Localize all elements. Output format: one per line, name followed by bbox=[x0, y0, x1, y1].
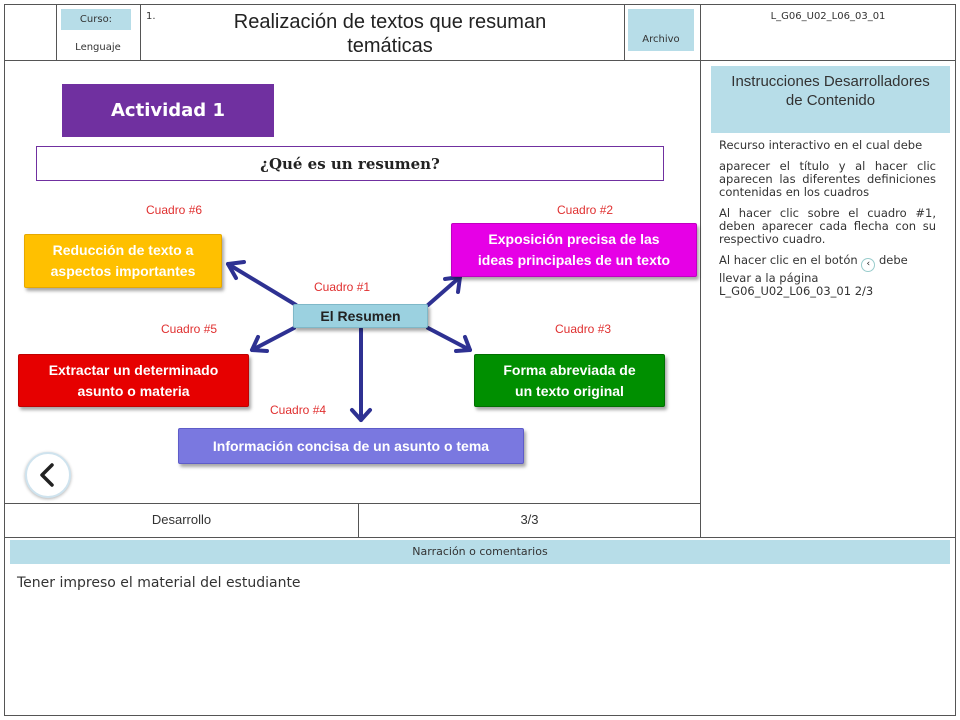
cuadro-2-line2: ideas principales de un texto bbox=[477, 252, 671, 268]
cuadro-5-box[interactable]: Extractar un determinado asunto o materi… bbox=[18, 354, 249, 407]
diagram-arrows bbox=[226, 260, 472, 422]
grade-number: 1. bbox=[146, 11, 156, 22]
cuadro-4-box[interactable]: Información concisa de un asunto o tema bbox=[178, 428, 524, 464]
narration-header: Narración o comentarios bbox=[10, 540, 950, 564]
cuadro-3-line2: un texto original bbox=[515, 382, 624, 399]
label-cuadro-4: Cuadro #4 bbox=[270, 403, 327, 417]
narration-text: Tener impreso el material del estudiante bbox=[17, 575, 301, 591]
instructions-p4: Al hacer clic en el botón ‹ debe llevar … bbox=[719, 254, 936, 298]
page-title-line1: Realización de textos que resuman bbox=[233, 11, 547, 33]
label-cuadro-6: Cuadro #6 bbox=[146, 203, 203, 217]
label-cuadro-2: Cuadro #2 bbox=[557, 203, 614, 217]
question-box: ¿Qué es un resumen? bbox=[36, 146, 664, 181]
instructions-p4a: Al hacer clic en el botón bbox=[719, 253, 858, 267]
instructions-p3: Al hacer clic sobre el cuadro #1, deben … bbox=[719, 206, 936, 246]
instructions-body: Recurso interactivo en el cual debe apar… bbox=[719, 139, 936, 306]
center-box[interactable]: El Resumen bbox=[293, 304, 428, 328]
archivo-label-text: Archivo bbox=[642, 34, 680, 45]
desarrollo-label: Desarrollo bbox=[151, 512, 212, 527]
cuadro-2-box[interactable]: Exposición precisa de las ideas principa… bbox=[451, 223, 697, 277]
cuadro-5-line2: asunto o materia bbox=[77, 382, 190, 399]
arrow-to-cuadro-2 bbox=[426, 275, 462, 307]
inline-back-icon: ‹ bbox=[861, 258, 876, 272]
cuadro-3-line1: Forma abreviada de bbox=[503, 361, 636, 378]
instructions-p4b: debe llevar a la página L_G06_U02_L06_03… bbox=[719, 253, 908, 298]
question-text: ¿Qué es un resumen? bbox=[260, 155, 440, 173]
arrow-to-cuadro-3-head bbox=[454, 335, 472, 353]
curso-value: Lenguaje bbox=[75, 42, 121, 53]
curso-label: Curso: bbox=[61, 9, 131, 30]
label-cuadro-1: Cuadro #1 bbox=[314, 280, 371, 294]
arrow-to-cuadro-5-head bbox=[250, 335, 269, 353]
arrow-to-cuadro-3 bbox=[426, 326, 472, 352]
instructions-title: Instrucciones Desarrolladores de Conteni… bbox=[711, 66, 950, 133]
chevron-left-icon bbox=[40, 463, 54, 487]
label-cuadro-3: Cuadro #3 bbox=[555, 322, 612, 336]
cuadro-6-box[interactable]: Reducción de texto a aspectos importante… bbox=[24, 234, 222, 288]
arrow-to-cuadro-5 bbox=[250, 326, 296, 352]
arrow-to-cuadro-6 bbox=[226, 262, 298, 307]
label-cuadro-5: Cuadro #5 bbox=[161, 322, 218, 336]
cuadro-3-box[interactable]: Forma abreviada de un texto original bbox=[474, 354, 665, 407]
archivo-label: Archivo bbox=[628, 9, 694, 51]
back-button[interactable] bbox=[25, 452, 71, 498]
arrow-to-cuadro-4-head bbox=[350, 408, 372, 422]
page-title: Realización de textos que resuman temáti… bbox=[170, 10, 610, 58]
instructions-p2: aparecer el título y al hacer clic apare… bbox=[719, 159, 936, 199]
cuadro-6-line2: aspectos importantes bbox=[50, 263, 196, 279]
arrow-to-cuadro-6-head bbox=[226, 260, 246, 280]
cuadro-2-line1: Exposición precisa de las bbox=[488, 231, 660, 247]
instructions-p1: Recurso interactivo en el cual debe bbox=[719, 138, 923, 152]
activity-badge: Actividad 1 bbox=[62, 84, 274, 137]
page-title-line2: temáticas bbox=[347, 35, 433, 57]
resource-code: L_G06_U02_L06_03_01 bbox=[770, 11, 886, 22]
cuadro-6-line1: Reducción de texto a bbox=[52, 242, 194, 258]
cuadro-5-line1: Extractar un determinado bbox=[48, 361, 219, 378]
page-indicator: 3/3 bbox=[520, 512, 539, 527]
arrow-to-cuadro-2-head bbox=[443, 275, 462, 294]
